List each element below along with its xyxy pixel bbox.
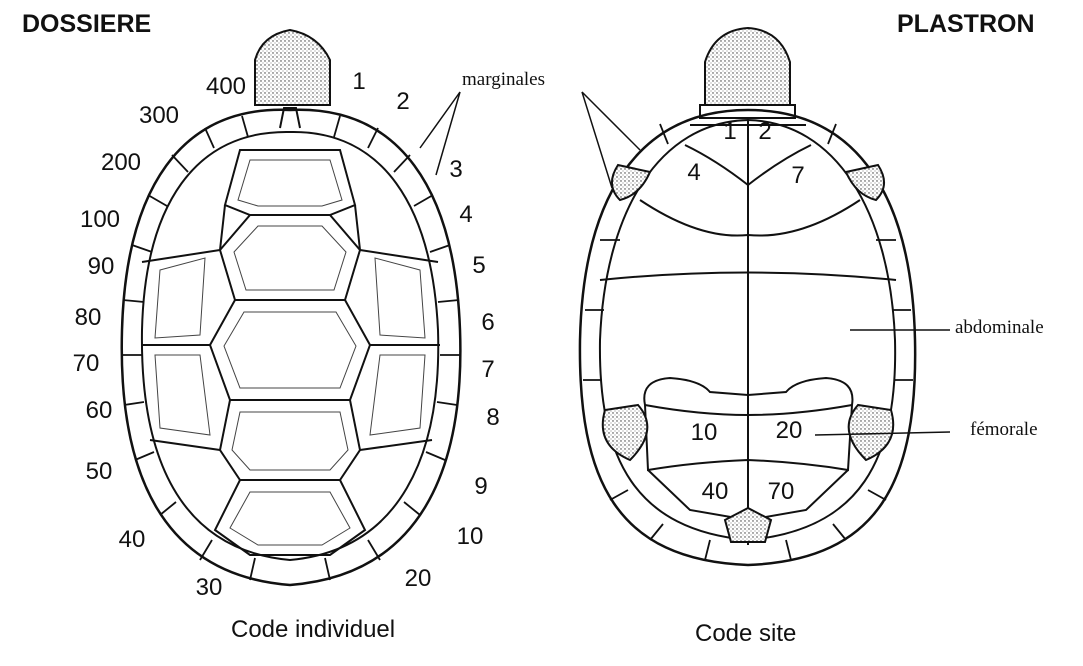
plastron-code-2: 2 (758, 120, 771, 144)
carapace-costal-scutes (142, 205, 440, 450)
carapace-vertebral-scutes (210, 150, 370, 555)
carapace-code-70: 70 (73, 352, 100, 376)
plastron-code-10: 10 (691, 421, 718, 445)
plastron-hindleg-left (603, 405, 648, 460)
carapace-code-1: 1 (352, 70, 365, 94)
carapace-code-200: 200 (101, 151, 141, 175)
carapace-code-30: 30 (196, 576, 223, 600)
femorale-label: fémorale (970, 420, 1038, 439)
plastron-head (705, 28, 790, 105)
plastron-code-70: 70 (768, 480, 795, 504)
plastron-foreleg-left (612, 165, 650, 200)
plastron-code-1: 1 (723, 120, 736, 144)
carapace-code-60: 60 (86, 399, 113, 423)
site-code-caption: Code site (695, 622, 796, 646)
carapace-code-3: 3 (449, 158, 462, 182)
carapace-marginal-dividers (122, 116, 461, 580)
plastron-code-20: 20 (776, 419, 803, 443)
carapace-code-90: 90 (88, 255, 115, 279)
carapace-code-7: 7 (481, 358, 494, 382)
plastron-foreleg-right (846, 165, 884, 200)
individual-code-caption: Code individuel (231, 618, 395, 642)
carapace-code-8: 8 (486, 406, 499, 430)
carapace-code-100: 100 (80, 208, 120, 232)
plastron-code-4: 4 (687, 161, 700, 185)
carapace-code-400: 400 (206, 75, 246, 99)
carapace-code-2: 2 (396, 90, 409, 114)
carapace-code-50: 50 (86, 460, 113, 484)
carapace-code-4: 4 (459, 203, 472, 227)
carapace-outline (122, 110, 461, 585)
carapace-head (255, 30, 330, 105)
marginales-label: marginales (462, 70, 545, 89)
plastron-humeral-line (640, 200, 860, 236)
carapace-code-10: 10 (457, 525, 484, 549)
plastron-code-7: 7 (791, 164, 804, 188)
plastron-header: PLASTRON (897, 10, 1035, 39)
leader-lines (420, 92, 950, 435)
plastron (580, 28, 915, 565)
plastron-code-40: 40 (702, 480, 729, 504)
abdominale-label: abdominale (955, 318, 1044, 337)
plastron-neck (700, 105, 795, 118)
carapace-code-40: 40 (119, 528, 146, 552)
plastron-hindleg-right (849, 405, 894, 460)
carapace-code-9: 9 (474, 475, 487, 499)
carapace-code-80: 80 (75, 306, 102, 330)
carapace-code-5: 5 (472, 254, 485, 278)
carapace-growth-lines (155, 160, 425, 545)
plastron-tail (725, 508, 771, 542)
carapace-code-300: 300 (139, 104, 179, 128)
carapace-header: DOSSIERE (22, 10, 151, 39)
carapace-code-20: 20 (405, 567, 432, 591)
carapace-code-6: 6 (481, 311, 494, 335)
